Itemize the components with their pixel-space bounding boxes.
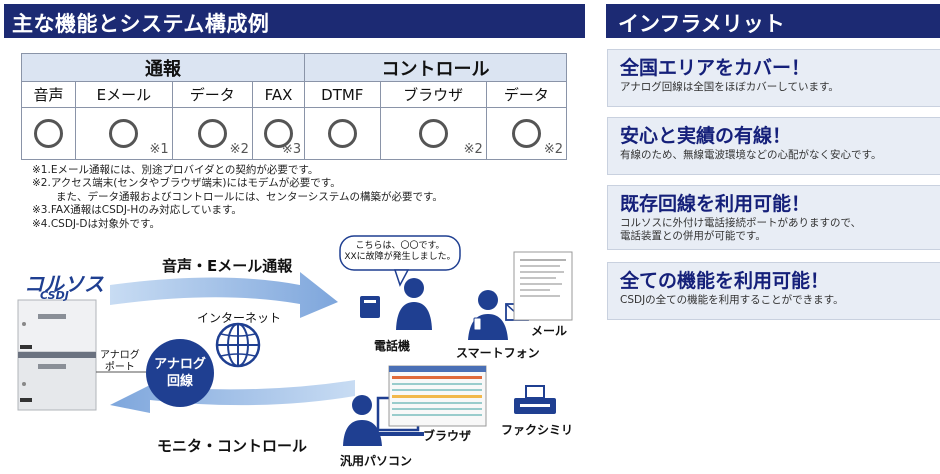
supported-circle-icon bbox=[109, 119, 139, 148]
analog-port-label-line: アナログ bbox=[100, 350, 140, 361]
control-arrow bbox=[110, 380, 355, 413]
phone-icon bbox=[360, 278, 432, 330]
merit-title: 安心と実績の有線！ bbox=[620, 125, 792, 147]
footnotes: ※1.Eメール通報には、別途プロバイダとの契約が必要です。 ※2.アクセス端末(… bbox=[32, 164, 572, 231]
table-support-row: ※1 ※2 ※3 ※2 ※2 bbox=[20, 107, 568, 160]
merit-description: アナログ回線は全国をほぼカバーしています。 bbox=[620, 81, 839, 93]
note-mark: ※2 bbox=[229, 142, 249, 157]
device-model: CSDJ bbox=[40, 289, 69, 302]
feature-table: 通報 コントロール 音声 Eメール データ FAX DTMF ブラウザ データ … bbox=[20, 53, 568, 160]
note-mark: ※2 bbox=[463, 142, 483, 157]
support-cell bbox=[304, 107, 381, 160]
merit-card: 安心と実績の有線！ 有線のため、無線電波環境などの心配がなく安心です。 bbox=[607, 117, 940, 175]
browser-window-icon bbox=[388, 365, 487, 427]
analog-line-label-line: 回線 bbox=[166, 374, 193, 389]
browser-label: ブラウザ bbox=[423, 429, 472, 443]
footnote: ※1.Eメール通報には、別途プロバイダとの契約が必要です。 bbox=[32, 164, 319, 176]
group-header-report: 通報 bbox=[20, 53, 306, 82]
column-header: ブラウザ bbox=[379, 81, 487, 108]
report-arrow-label: 音声・Eメール通報 bbox=[162, 257, 293, 275]
globe-icon bbox=[215, 322, 261, 368]
table-group-row: 通報 コントロール bbox=[20, 53, 567, 82]
internet-label: インターネット bbox=[197, 311, 282, 325]
pc-label: 汎用パソコン bbox=[340, 454, 413, 468]
support-cell: ※2 bbox=[171, 107, 253, 160]
analog-port-label: アナログ ポート bbox=[100, 350, 140, 374]
merit-description: CSDJの全ての機能を利用することができます。 bbox=[620, 294, 844, 306]
column-header: データ bbox=[171, 81, 253, 108]
merit-title: 全ての機能を利用可能！ bbox=[620, 270, 830, 292]
merit-card: 全ての機能を利用可能！ CSDJの全ての機能を利用することができます。 bbox=[607, 262, 940, 320]
analog-line-bubble bbox=[146, 339, 214, 407]
speech-bubble-text: こちらは、〇〇です。 XXに故障が発生しました。 bbox=[344, 241, 456, 263]
merit-description-line: コルソスに外付け電話接続ポートがありますので、 bbox=[620, 217, 862, 229]
merit-card: 全国エリアをカバー！ アナログ回線は全国をほぼカバーしています。 bbox=[607, 49, 940, 107]
report-arrow bbox=[110, 272, 338, 318]
supported-circle-icon bbox=[327, 119, 357, 148]
support-cell: ※2 bbox=[379, 107, 487, 160]
support-cell: ※2 bbox=[485, 107, 568, 160]
footnote: ※3.FAX通報はCSDJ-Hのみ対応しています。 bbox=[32, 204, 242, 217]
support-cell: ※3 bbox=[251, 107, 306, 160]
merit-title: 全国エリアをカバー！ bbox=[620, 57, 811, 79]
column-header: データ bbox=[485, 81, 568, 108]
document-icon bbox=[513, 251, 573, 321]
control-arrow-label: モニタ・コントロール bbox=[157, 437, 308, 455]
phone-label: 電話機 bbox=[374, 339, 411, 353]
speech-line: こちらは、〇〇です。 bbox=[355, 241, 445, 251]
supported-circle-icon bbox=[197, 119, 227, 148]
footnote: ※2.アクセス端末(センタやブラウザ端末)にはモデムが必要です。 bbox=[32, 177, 341, 190]
csdj-device-icon bbox=[17, 299, 97, 411]
merit-title: 既存回線を利用可能！ bbox=[620, 193, 811, 215]
mail-label: メール bbox=[531, 324, 568, 338]
group-header-control: コントロール bbox=[304, 53, 567, 82]
analog-line-label: アナログ 回線 bbox=[150, 356, 210, 390]
note-mark: ※1 bbox=[149, 142, 169, 157]
smartphone-icon bbox=[468, 290, 508, 340]
analog-port-label-line: ポート bbox=[104, 362, 135, 373]
supported-circle-icon bbox=[511, 119, 541, 148]
merit-card: 既存回線を利用可能！ コルソスに外付け電話接続ポートがありますので、 電話装置と… bbox=[607, 185, 940, 250]
merit-description: コルソスに外付け電話接続ポートがありますので、 電話装置との併用が可能です。 bbox=[620, 217, 861, 243]
merit-description: 有線のため、無線電波環境などの心配がなく安心です。 bbox=[620, 149, 882, 161]
speech-line: XXに故障が発生しました。 bbox=[344, 252, 456, 262]
support-cell: ※1 bbox=[75, 107, 173, 160]
table-column-row: 音声 Eメール データ FAX DTMF ブラウザ データ bbox=[20, 81, 568, 108]
section-header-features: 主な機能とシステム構成例 bbox=[4, 4, 585, 38]
column-header: DTMF bbox=[304, 81, 381, 108]
section-title: 主な機能とシステム構成例 bbox=[12, 12, 270, 36]
smartphone-label: スマートフォン bbox=[456, 346, 540, 360]
column-header: Eメール bbox=[75, 81, 173, 108]
note-mark: ※3 bbox=[281, 142, 302, 157]
supported-circle-icon bbox=[34, 119, 64, 148]
note-mark: ※2 bbox=[543, 142, 563, 157]
supported-circle-icon bbox=[263, 119, 293, 148]
fax-icon bbox=[514, 385, 556, 414]
fax-label: ファクシミリ bbox=[501, 423, 574, 437]
section-title: インフラメリット bbox=[618, 12, 785, 36]
merit-description-line: 電話装置との併用が可能です。 bbox=[620, 230, 766, 242]
section-header-merits: インフラメリット bbox=[606, 4, 940, 38]
footnote: また、データ通報およびコントロールには、センターシステムの構築が必要です。 bbox=[56, 190, 443, 203]
column-header: 音声 bbox=[20, 81, 77, 108]
support-cell bbox=[20, 107, 77, 160]
device-logo: コルソス bbox=[24, 272, 104, 296]
analog-line-label-line: アナログ bbox=[154, 357, 206, 372]
footnote: ※4.CSDJ-Dは対象外です。 bbox=[32, 217, 160, 230]
column-header: FAX bbox=[251, 81, 306, 108]
speech-bubble-icon bbox=[339, 235, 461, 287]
supported-circle-icon bbox=[418, 119, 448, 148]
